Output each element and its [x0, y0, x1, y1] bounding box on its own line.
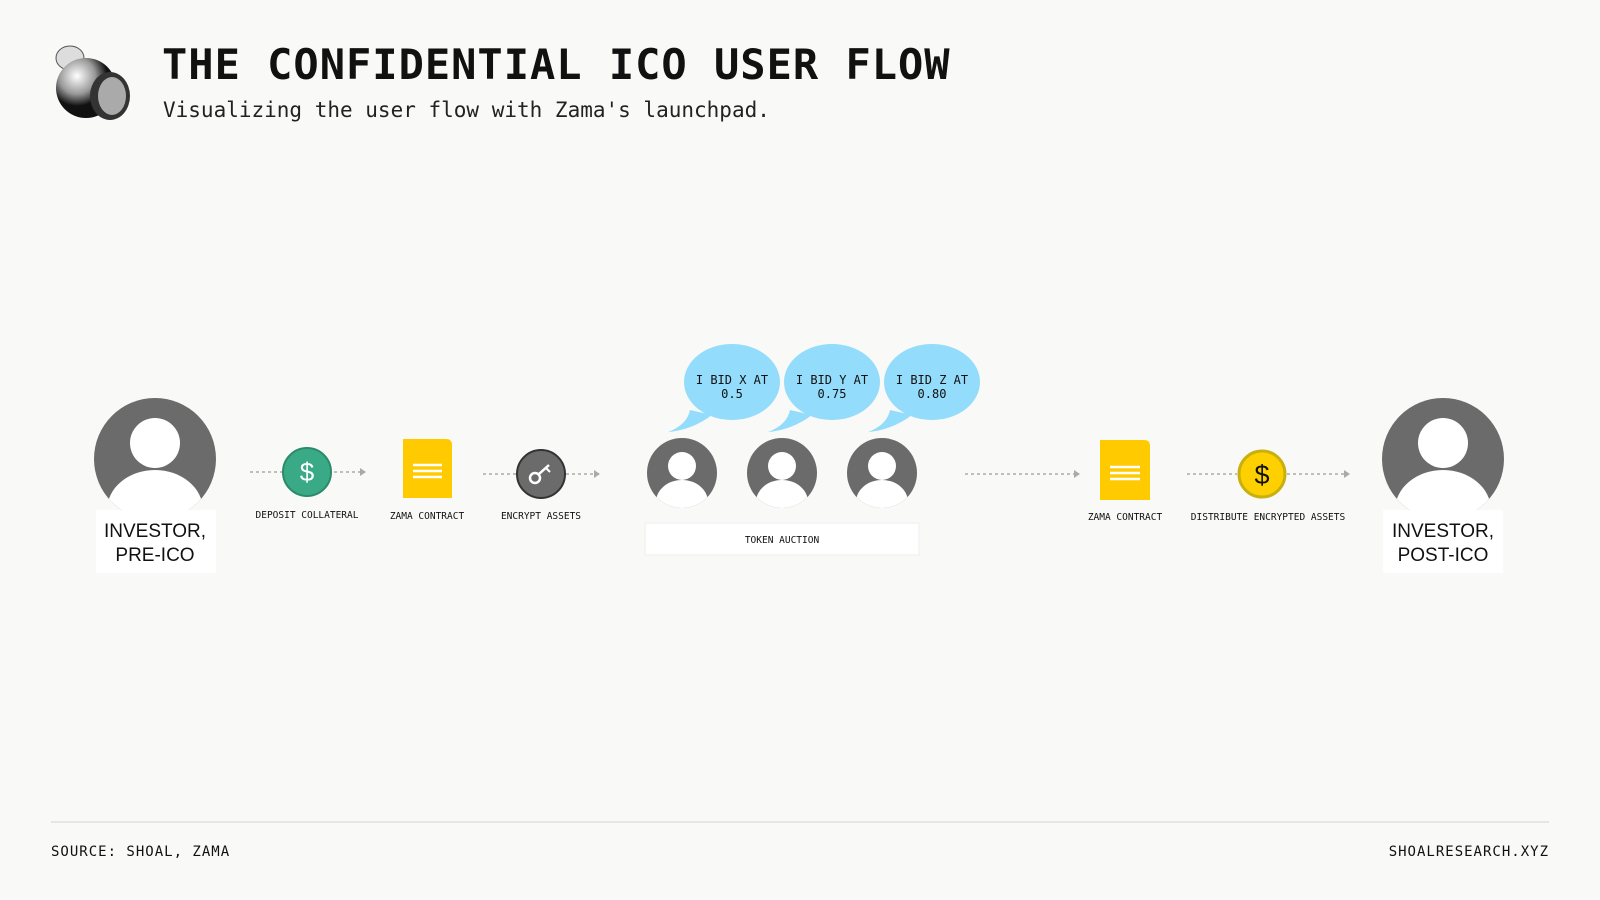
encrypt-assets-label: ENCRYPT ASSETS	[501, 511, 581, 522]
investor-pre-label-1: INVESTOR,	[104, 521, 206, 542]
bid-text-line2: 0.75	[818, 387, 847, 401]
bid-text-line1: I BID X AT	[696, 373, 768, 387]
token-auction-label: TOKEN AUCTION	[745, 535, 820, 546]
svg-text:$: $	[1254, 460, 1269, 490]
svg-text:$: $	[300, 457, 315, 487]
bidder: I BID Y AT0.75	[747, 344, 880, 508]
contract-document-icon	[403, 439, 452, 498]
bid-text-line2: 0.5	[721, 387, 743, 401]
page-subtitle: Visualizing the user flow with Zama's la…	[163, 98, 770, 122]
zama-contract-2-label: ZAMA CONTRACT	[1088, 512, 1163, 523]
investor-post-label-2: POST-ICO	[1398, 545, 1489, 566]
bidder: I BID Z AT0.80	[847, 344, 980, 508]
investor-pre-label-box	[96, 510, 216, 573]
site-url: SHOALRESEARCH.XYZ	[1388, 844, 1549, 860]
shell-logo	[48, 40, 134, 128]
flow-arrows	[250, 471, 1344, 475]
investor-post-label-1: INVESTOR,	[1392, 521, 1494, 542]
investor-post-label-box	[1383, 510, 1503, 573]
contract-document-icon	[1100, 440, 1150, 500]
bid-text-line1: I BID Y AT	[796, 373, 868, 387]
speech-bubble	[768, 410, 812, 432]
footer-divider	[51, 821, 1549, 823]
deposit-collateral-label: DEPOSIT COLLATERAL	[256, 510, 359, 521]
bid-text-line2: 0.80	[918, 387, 947, 401]
investor-pre-label-2: PRE-ICO	[115, 545, 194, 566]
token-auction-box	[644, 522, 920, 556]
speech-bubble	[868, 410, 912, 432]
page-title: THE CONFIDENTIAL ICO USER FLOW	[162, 40, 951, 89]
zama-contract-label: ZAMA CONTRACT	[390, 511, 465, 522]
bid-text-line1: I BID Z AT	[896, 373, 968, 387]
speech-bubble	[668, 410, 712, 432]
key-icon	[516, 449, 566, 499]
distribute-label: DISTRIBUTE ENCRYPTED ASSETS	[1191, 512, 1346, 523]
source-note: SOURCE: SHOAL, ZAMA	[51, 844, 231, 860]
dollar-coin-icon	[1237, 449, 1287, 499]
dollar-icon	[282, 447, 332, 497]
bidder: I BID X AT0.5	[647, 344, 780, 508]
